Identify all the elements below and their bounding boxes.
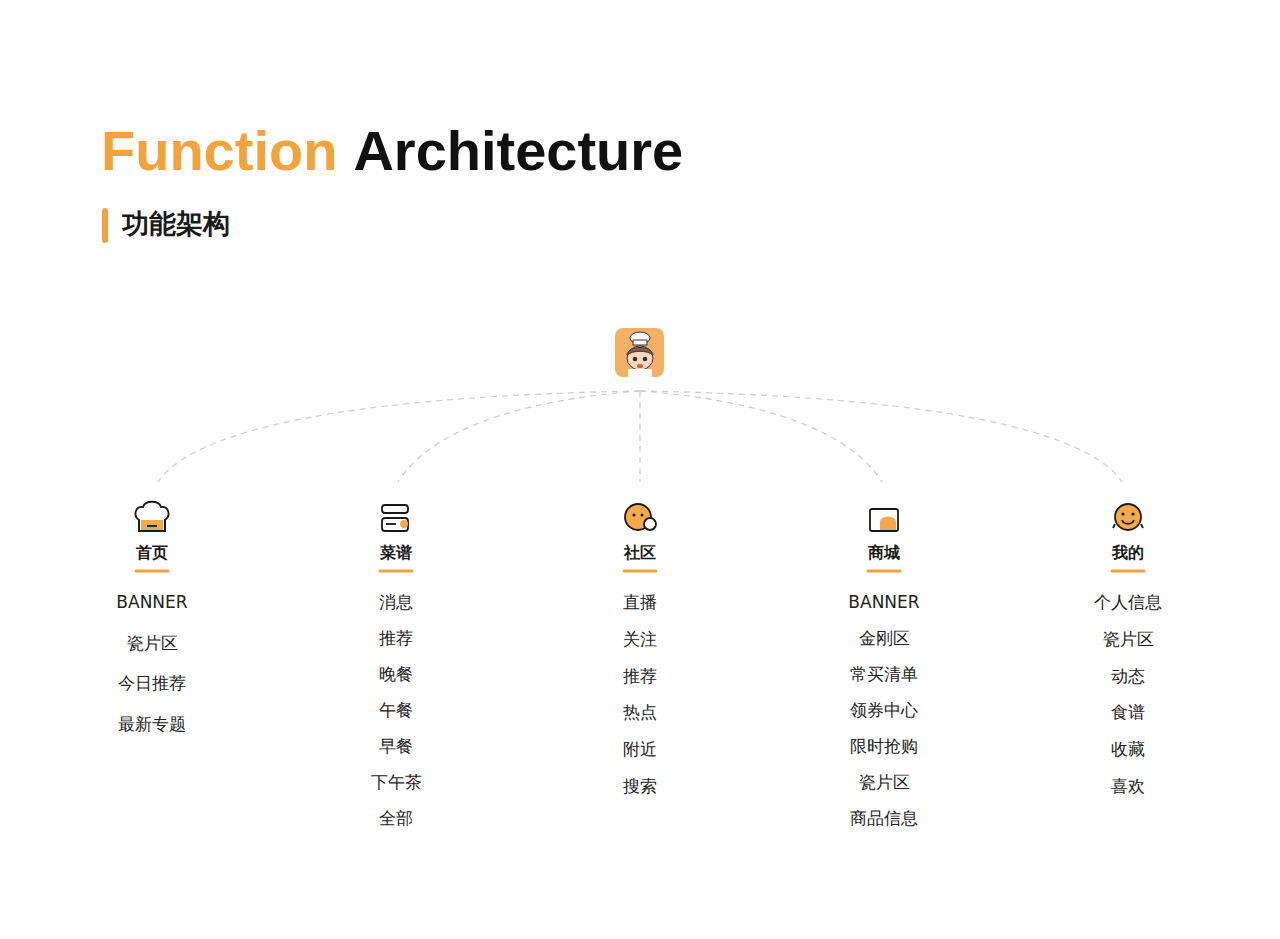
title: 功能架构 [122, 206, 230, 242]
menu-item: 午餐 [296, 698, 496, 722]
tree-lines [158, 391, 1122, 482]
menu-item: 附近 [540, 737, 740, 761]
heading-word: Architecture [353, 118, 683, 183]
book-icon [382, 505, 408, 531]
community-icon [625, 504, 656, 530]
menu-item: 个人信息 [1028, 590, 1228, 614]
menu-item: 推荐 [540, 664, 740, 688]
column-heading: 首页 [52, 540, 252, 566]
profile-icon [1113, 504, 1143, 530]
column-icons [136, 502, 1143, 531]
column-heading: 菜谱 [296, 540, 496, 566]
menu-item: 早餐 [296, 734, 496, 758]
hat-icon [136, 502, 169, 531]
app-icon [615, 328, 664, 377]
menu-item: 瓷片区 [52, 631, 252, 655]
column-heading: 社区 [540, 540, 740, 566]
menu-item: 搜索 [540, 774, 740, 798]
menu-item: 收藏 [1028, 737, 1228, 761]
heading-row: FunctionArchitecture [101, 118, 683, 183]
menu-item: 全部 [296, 806, 496, 830]
menu-item: 瓷片区 [1028, 627, 1228, 651]
heading-word: Function [101, 118, 337, 183]
menu-item: 关注 [540, 627, 740, 651]
menu-item: 领券中心 [784, 698, 984, 722]
menu-item: 动态 [1028, 664, 1228, 688]
menu-item: 喜欢 [1028, 774, 1228, 798]
menu-item: BANNER [784, 590, 984, 614]
menu-item: 消息 [296, 590, 496, 614]
column-heading: 我的 [1028, 540, 1228, 566]
accent-bar [102, 208, 108, 243]
menu-item: 常买清单 [784, 662, 984, 686]
menu-item: 最新专题 [52, 712, 252, 736]
menu-item: 下午茶 [296, 770, 496, 794]
menu-item: 商品信息 [784, 806, 984, 830]
menu-item: 今日推荐 [52, 671, 252, 695]
menu-item: 热点 [540, 700, 740, 724]
menu-item: 直播 [540, 590, 740, 614]
menu-item: BANNER [52, 590, 252, 614]
menu-item: 金刚区 [784, 626, 984, 650]
shop-icon [870, 509, 898, 531]
menu-item: 晚餐 [296, 662, 496, 686]
menu-item: 推荐 [296, 626, 496, 650]
heading-underlines [136, 570, 1144, 573]
column-heading: 商城 [784, 540, 984, 566]
menu-item: 瓷片区 [784, 770, 984, 794]
menu-item: 限时抢购 [784, 734, 984, 758]
menu-item: 食谱 [1028, 700, 1228, 724]
